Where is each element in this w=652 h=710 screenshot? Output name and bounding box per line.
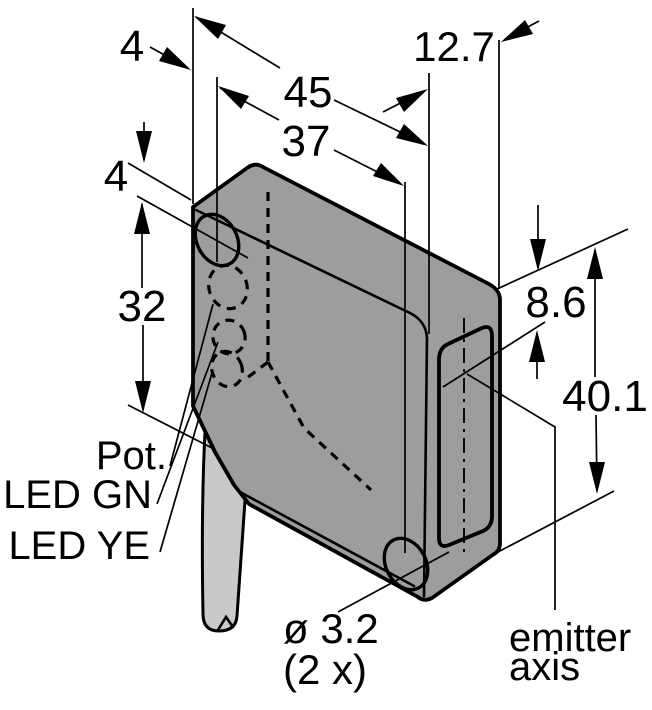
ext-line-top-corner-slant: [127, 162, 192, 201]
front-top-fold-edge: [194, 208, 429, 598]
label-emitter-axis-line1: emitter: [509, 616, 631, 660]
arrow-45-left: [194, 16, 226, 39]
arrowheads: [134, 16, 605, 494]
arrow-32-up: [134, 202, 150, 234]
body-outline: [191, 162, 502, 602]
ext-line-top-hole-slant: [136, 195, 249, 259]
arrow-86-up: [529, 330, 545, 362]
leader-led-green: [156, 341, 219, 505]
leader-pot: [169, 303, 214, 467]
leader-led-yellow: [159, 372, 213, 553]
led-green-circle: [211, 318, 247, 356]
arrow-side-offset-down: [136, 131, 152, 163]
hidden-edge-branch-left: [242, 360, 269, 383]
dim-overall-width-label: 45: [284, 68, 333, 117]
led-yellow-circle: [210, 349, 244, 389]
feature-labels: Pot. LED GN LED YE emitter axis: [3, 434, 631, 689]
dim-side-offset-label: 4: [104, 152, 128, 201]
mounting-hole-bottom: [382, 536, 430, 592]
bottom-fold-edge: [238, 490, 416, 588]
leader-emitter-axis: [466, 373, 556, 610]
arrow-127-left: [396, 89, 428, 112]
dim-emitter-offset-label: 8.6: [525, 278, 586, 327]
arrow-401-up: [587, 247, 603, 279]
label-led-green: LED GN: [3, 473, 152, 517]
cable-tip-fold: [216, 614, 235, 632]
dim-overall-height-label: 40.1: [562, 372, 648, 421]
lens-window: [437, 325, 494, 548]
dim-top-offset-label: 4: [120, 22, 144, 71]
mounting-hole-top: [193, 212, 241, 268]
arrow-86-down: [530, 239, 546, 271]
sensor-body: [191, 162, 502, 602]
ext-line-bottom-corner-slant: [127, 404, 215, 450]
ext-line-bottom-right-slant: [497, 490, 615, 553]
leader-hole-diameter: [337, 551, 450, 613]
ext-line-emitter-slant: [442, 321, 546, 388]
hidden-edge-branch-right: [266, 361, 373, 492]
dim-depth-label: 12.7: [413, 23, 495, 70]
arrow-127-right: [501, 20, 533, 42]
arrow-37-left: [218, 86, 249, 109]
dim-hole-count-label: (2 x): [283, 646, 367, 693]
arrow-401-down: [589, 462, 605, 494]
arrow-top-offset: [159, 47, 191, 70]
dim-hole-to-corner-label: 32: [118, 282, 167, 331]
label-pot: Pot.: [96, 434, 167, 478]
label-led-yellow: LED YE: [8, 524, 150, 568]
arrow-45-right: [396, 124, 428, 146]
dim-hole-spacing-label: 37: [282, 117, 331, 166]
dimension-text: 4 45 37 12.7 4 32 8.6 40.1 ø 3.2 (2 x): [104, 22, 648, 693]
dim-hole-diameter-label: ø 3.2: [283, 605, 379, 652]
extension-lines: [127, 8, 629, 553]
arrow-32-down: [135, 381, 151, 413]
label-emitter-axis-line2: axis: [509, 645, 580, 689]
arrow-37-right: [373, 163, 404, 186]
ext-line-top-right-slant: [496, 228, 629, 290]
leader-lines: [156, 303, 556, 613]
